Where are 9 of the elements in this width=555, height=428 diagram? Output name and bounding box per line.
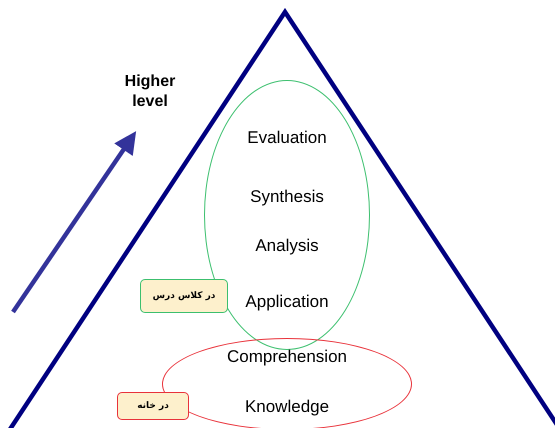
label: Higher level bbox=[124, 72, 176, 112]
level-text: Analysis bbox=[255, 236, 319, 256]
label-box: در خانه bbox=[117, 392, 189, 420]
level-text: Application bbox=[245, 292, 329, 312]
label-box: در کلاس درس bbox=[140, 279, 228, 313]
level-text: Comprehension bbox=[226, 346, 347, 367]
level-text: Evaluation bbox=[247, 128, 327, 148]
level-text: Knowledge bbox=[244, 396, 330, 417]
level-text: Synthesis bbox=[250, 186, 324, 207]
